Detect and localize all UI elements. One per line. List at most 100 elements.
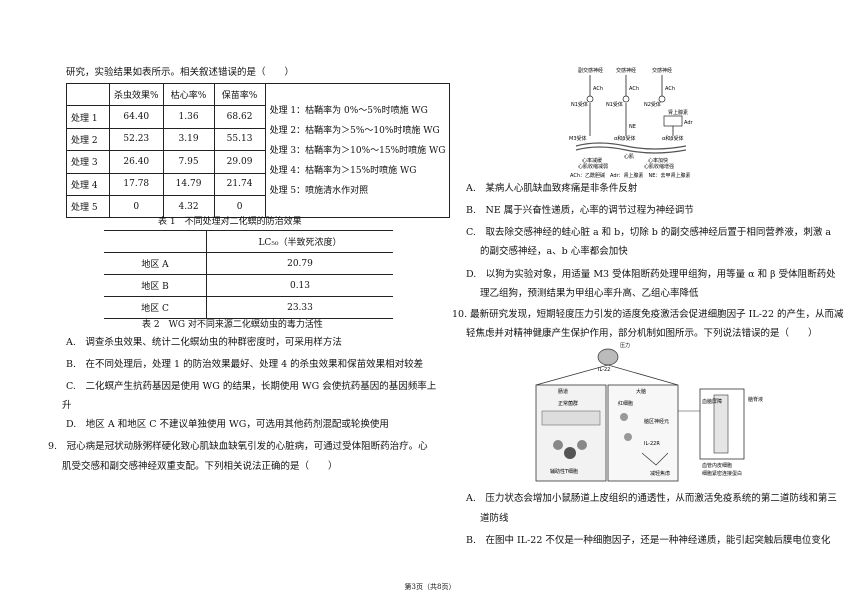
table-cell: 23.33 bbox=[206, 296, 393, 319]
diagram-label: 交感神经 bbox=[652, 67, 672, 74]
row-label: 地区 A bbox=[104, 252, 207, 275]
diagram-label: 肠道 bbox=[558, 388, 568, 395]
diagram-label: N1受体 bbox=[571, 101, 588, 108]
diagram-label: 心肌 bbox=[624, 153, 634, 160]
table-header-cell: LC₅₀（半致死浓度） bbox=[206, 230, 393, 253]
q9-option-d-cont: 理乙组狗，预测结果为甲组心率升高、乙组心率降低 bbox=[480, 288, 699, 299]
diagram-label: ACh bbox=[629, 86, 639, 92]
question-intro: 研究，实验结果如表所示。相关叙述错误的是（ ） bbox=[66, 67, 295, 78]
diagram-label: 心肌收缩减弱 bbox=[578, 163, 608, 170]
q8-option-b: B. 在不同处理后，处理 1 的防治效果最好、处理 4 的杀虫效果和保苗效果相对… bbox=[66, 359, 424, 370]
table-row: 地区 A 20.79 bbox=[104, 252, 393, 275]
table-cell: 7.95 bbox=[162, 150, 215, 174]
table-header-cell bbox=[66, 82, 110, 107]
note: 处理 5：喷施清水作对照 bbox=[269, 185, 369, 196]
q9-stem-cont: 肌受交感和副交感神经双重支配。下列相关说法正确的是（ ） bbox=[62, 461, 338, 472]
q9-option-a: A. 某病人心肌缺血致疼痛是非条件反射 bbox=[466, 183, 638, 194]
diagram-label: α和β受体 bbox=[614, 135, 636, 142]
note: 处理 1：枯鞘率为 0%～5%时喷施 WG bbox=[269, 105, 428, 116]
diagram-label: NE bbox=[629, 124, 636, 130]
row-label: 处理 1 bbox=[66, 105, 110, 129]
table-cell: 0.13 bbox=[206, 274, 393, 297]
table-cell: 14.79 bbox=[162, 172, 215, 196]
table-row: 处理 5 0 4.32 0 bbox=[66, 194, 450, 219]
q9-option-b: B. NE 属于兴奋性递质，心率的调节过程为神经调节 bbox=[466, 205, 694, 216]
q10-stem: 10. 最新研究发现，短期轻度压力引发的适度免疫激活会促进细胞因子 IL-22 … bbox=[452, 309, 844, 320]
table-cell: 52.23 bbox=[109, 127, 164, 152]
q10-option-b: B. 在图中 IL-22 不仅是一种细胞因子，还是一种神经递质，能引起突触后膜电… bbox=[466, 535, 831, 546]
q8-option-d: D. 地区 A 和地区 C 不建议单独使用 WG，可选用其他药剂混配或轮换使用 bbox=[66, 419, 389, 430]
diagram-label: 心率加快 bbox=[648, 157, 668, 164]
cardiac-nerve-diagram: 副交感神经 交感神经 交感神经 ACh ACh ACh N1受体 N1受体 N2… bbox=[569, 67, 694, 179]
diagram-label: IL-22 bbox=[598, 367, 610, 373]
diagram-label: α和β受体 bbox=[662, 135, 684, 142]
il22-mechanism-diagram: 压力 IL-22 肠道 正常菌群 辅助性T细胞 大脑 红细胞 脑区神经元 IL-… bbox=[535, 342, 763, 482]
note: 处理 3：枯鞘率为＞10%～15%时喷施 WG bbox=[269, 145, 446, 156]
row-label: 处理 2 bbox=[66, 127, 110, 152]
diagram-label: ACh bbox=[665, 86, 675, 92]
diagram-label: 辅助性T细胞 bbox=[550, 468, 578, 475]
diagram-label: 心率减缓 bbox=[582, 157, 602, 164]
diagram-label: 心肌收缩增强 bbox=[644, 163, 674, 170]
table-row: 杀虫效果% 枯心率% 保苗率% 处理 1：枯鞘率为 0%～5%时喷施 WG 处理… bbox=[66, 82, 451, 219]
table-cell: 20.79 bbox=[206, 252, 393, 275]
table2-caption: 表 2 WG 对不同来源二化螟幼虫的毒力活性 bbox=[142, 320, 323, 330]
diagram-label: 脑区神经元 bbox=[644, 418, 669, 425]
q10-option-a-cont: 道防线 bbox=[480, 513, 509, 524]
table-cell: 64.40 bbox=[109, 105, 164, 129]
table-cell: 21.74 bbox=[213, 172, 266, 196]
diagram-label: N1受体 bbox=[606, 101, 623, 108]
table-cell: 68.62 bbox=[213, 105, 266, 129]
table-row: 处理 3 26.40 7.95 29.09 bbox=[66, 150, 450, 174]
diagram-label: 肾上腺素 bbox=[668, 109, 688, 116]
diagram-label: 血脑屏障 bbox=[702, 398, 722, 405]
table-cell: 17.78 bbox=[109, 172, 164, 196]
diagram-label: 细胞紧密连接蛋白 bbox=[702, 470, 742, 477]
table-cell: 55.13 bbox=[213, 127, 266, 152]
diagram-label: 正常菌群 bbox=[558, 400, 578, 407]
table1: 杀虫效果% 枯心率% 保苗率% 处理 1：枯鞘率为 0%～5%时喷施 WG 处理… bbox=[66, 82, 451, 219]
row-label: 地区 B bbox=[104, 274, 207, 297]
q8-option-c: C. 二化螟产生抗药基因是使用 WG 的结果，长期使用 WG 会使抗药基因的基因… bbox=[66, 381, 437, 392]
table-header-cell: 保苗率% bbox=[213, 82, 266, 107]
diagram-label: 副交感神经 bbox=[578, 67, 603, 74]
table-cell: 29.09 bbox=[213, 150, 266, 174]
row-label: 处理 3 bbox=[66, 150, 110, 174]
diagram-label: M3受体 bbox=[569, 135, 587, 142]
table-notes-cell: 处理 1：枯鞘率为 0%～5%时喷施 WG 处理 2：枯鞘率为＞5%～10%时喷… bbox=[264, 82, 451, 219]
row-label: 地区 C bbox=[104, 296, 207, 319]
diagram-label: 脑脊液 bbox=[748, 396, 763, 403]
q10-option-a: A. 压力状态会增加小鼠肠道上皮组织的通透性，从而激活免疫系统的第二道防线和第三 bbox=[466, 493, 837, 504]
table-row: 处理 1 64.40 1.36 68.62 bbox=[66, 105, 450, 129]
diagram-label: 压力 bbox=[620, 342, 630, 349]
page-footer: 第3页（共8页） bbox=[404, 583, 456, 591]
table-cell: 0 bbox=[213, 194, 266, 219]
table1-caption: 表 1 不同处理对二化螟的防治效果 bbox=[158, 217, 302, 227]
table-cell: 1.36 bbox=[162, 105, 215, 129]
table-row: 地区 C 23.33 bbox=[104, 296, 393, 319]
diagram-label: 血管内皮细胞 bbox=[702, 462, 732, 469]
table-cell: 0 bbox=[109, 194, 164, 219]
table-header-cell: 枯心率% bbox=[162, 82, 215, 107]
q9-option-d: D. 以狗为实验对象，用适量 M3 受体阻断药处理甲组狗，用等量 α 和 β 受… bbox=[466, 269, 836, 280]
table2: LC₅₀（半致死浓度） 地区 A 20.79 地区 B 0.13 地区 C 23… bbox=[104, 230, 393, 319]
diagram-label: 减轻焦虑 bbox=[650, 470, 670, 477]
q8-option-c-cont: 升 bbox=[62, 400, 72, 411]
diagram-label: Adr bbox=[684, 120, 694, 126]
row-label: 处理 5 bbox=[66, 194, 110, 219]
q10-stem-cont: 轻焦虑并对精神健康产生保护作用，部分机制如图所示。下列说法错误的是（ ） bbox=[466, 328, 818, 339]
diagram-label: N2受体 bbox=[644, 101, 661, 108]
note: 处理 2：枯鞘率为＞5%～10%时喷施 WG bbox=[269, 125, 440, 136]
q9-option-c: C. 取去除交感神经的蛙心脏 a 和 b，切除 b 的副交感神经后置于相同营养液… bbox=[466, 227, 832, 238]
table-cell: 26.40 bbox=[109, 150, 164, 174]
note: 处理 4：枯鞘率为＞15%时喷施 WG bbox=[269, 165, 417, 176]
q9-option-c-cont: 的副交感神经，a、b 心率都会加快 bbox=[480, 246, 628, 257]
diagram-label: 交感神经 bbox=[616, 67, 636, 74]
q9-stem: 9. 冠心病是冠状动脉粥样硬化致心肌缺血缺氧引发的心脏病，可通过受体阻断药治疗。… bbox=[48, 441, 428, 452]
q8-option-a: A. 调查杀虫效果、统计二化螟幼虫的种群密度时，可采用样方法 bbox=[66, 337, 342, 348]
diagram-label: ACh bbox=[593, 86, 603, 92]
diagram-legend: ACh：乙酰胆碱 Adr：肾上腺素 NE：去甲肾上腺素 bbox=[570, 172, 690, 179]
row-label: 处理 4 bbox=[66, 172, 110, 196]
diagram-label: IL-22R bbox=[644, 441, 660, 447]
diagram-label: 大脑 bbox=[636, 388, 646, 395]
